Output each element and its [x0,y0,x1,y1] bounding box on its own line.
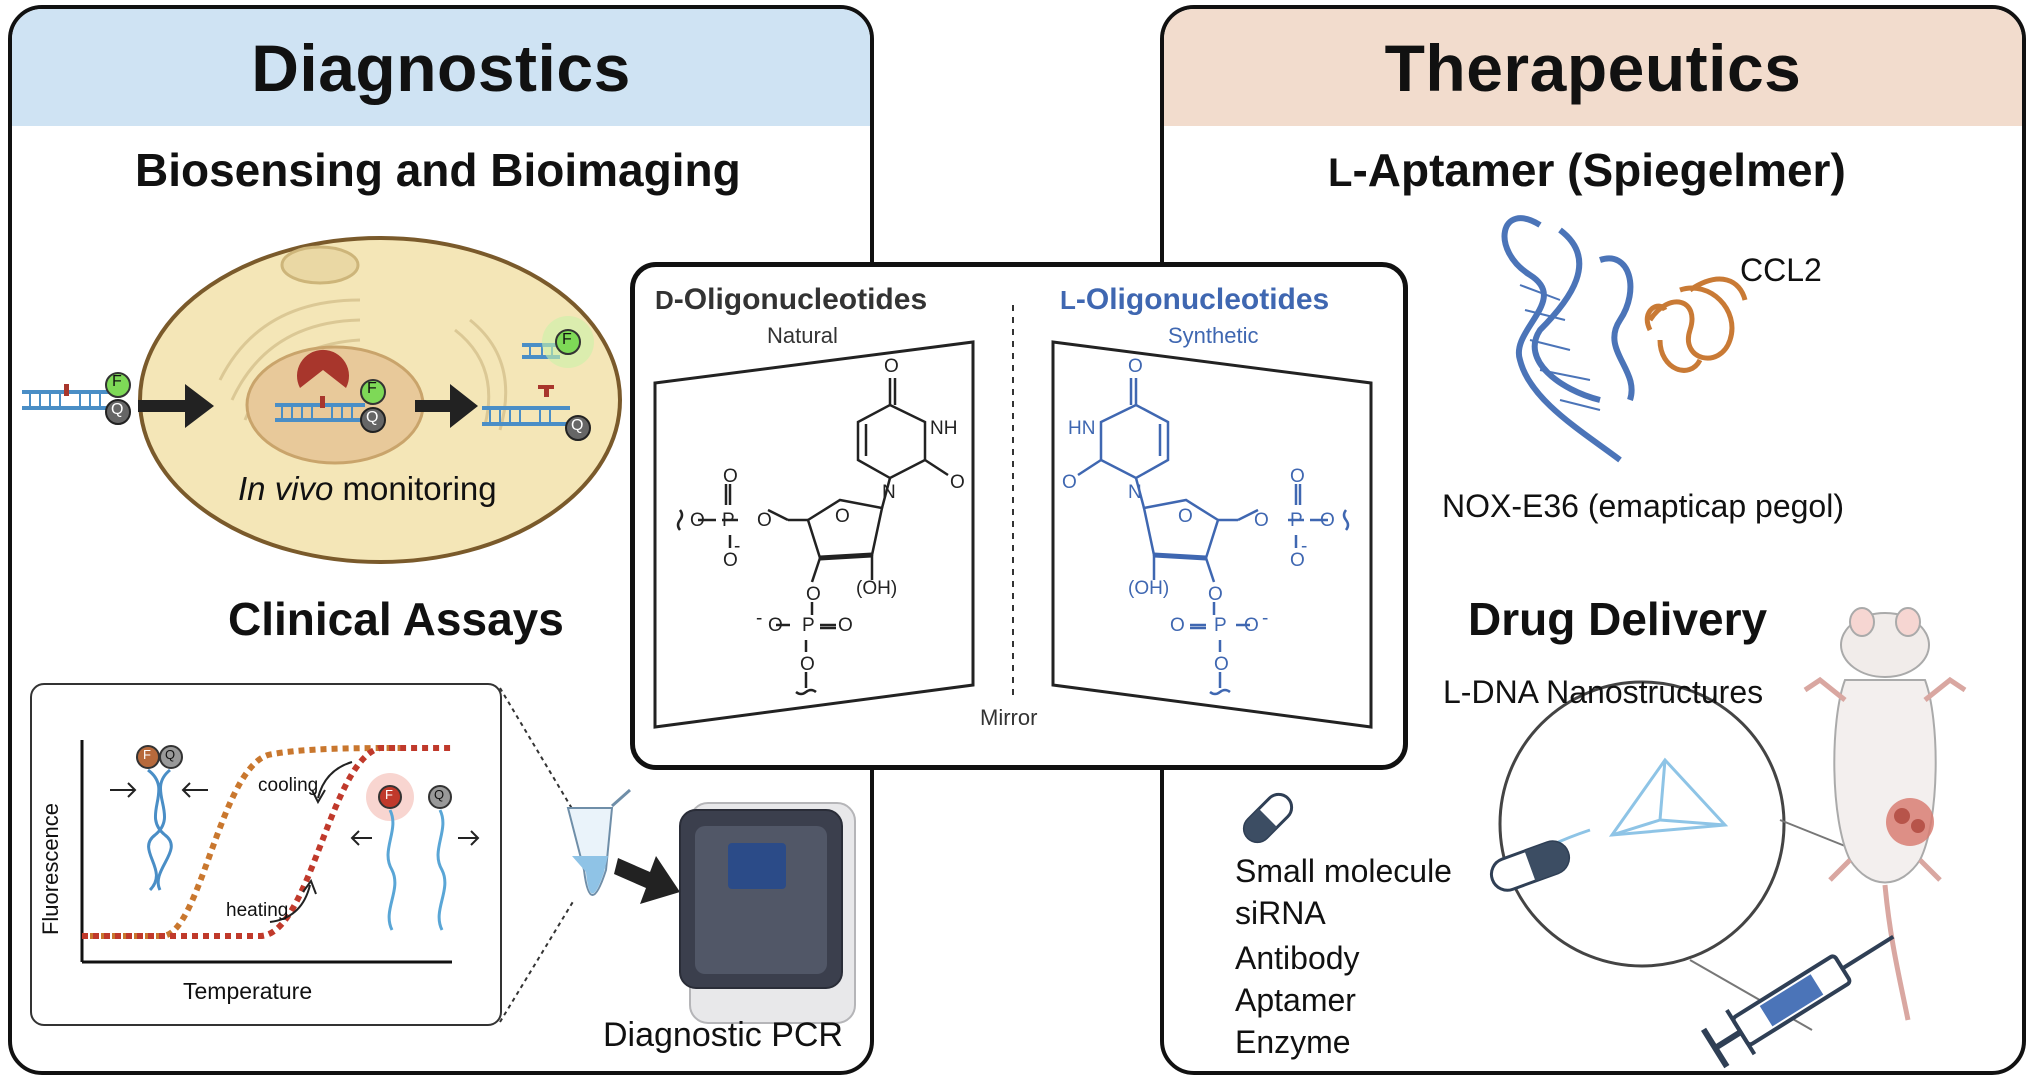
biosensing-title: Biosensing and Bioimaging [135,144,741,196]
cargo-item-small-molecule: Small molecule [1235,853,1452,889]
cargo-item-sirna: siRNA [1235,895,1326,931]
diagnostic-pcr-label: Diagnostic PCR [603,1016,843,1054]
quench-label-2: Q [366,409,379,426]
strand-quench-label: Q [434,787,445,802]
l-oligo-title: L-Oligonucleotides [1060,283,1329,317]
l-prefix: L [1060,285,1076,315]
nano-prefix: L [1443,674,1461,710]
cargo-item-aptamer: Aptamer [1235,982,1356,1018]
plot-ylabel: Fluorescence [38,802,64,936]
cooling-label: cooling [258,775,319,796]
chirality-box [630,262,1408,770]
in-vivo-italic: In vivo [238,470,334,507]
d-subtitle: Natural [767,323,838,348]
in-vivo-rest: monitoring [333,470,497,507]
l-rest: -Oligonucleotides [1075,283,1330,316]
d-rest: -Oligonucleotides [673,283,928,316]
cargo-item-antibody: Antibody [1235,940,1360,976]
nanostructure-label: L-DNA Nanostructures [1443,674,1763,711]
fluor-label-3: F [562,331,572,348]
ccl2-label: CCL2 [1740,252,1822,288]
clinical-assays-title: Clinical Assays [228,593,564,645]
therapeutics-header: Therapeutics [1164,9,2022,126]
fluor-label-2: F [367,380,377,397]
nano-rest: -DNA Nanostructures [1460,674,1764,710]
cargo-item-enzyme: Enzyme [1235,1024,1351,1060]
plot-xlabel: Temperature [183,978,313,1004]
aptamer-title: L-Aptamer (Spiegelmer) [1328,143,1846,197]
d-oligo-title: D-Oligonucleotides [655,283,927,317]
aptamer-title-prefix: L [1328,151,1353,195]
duplex-fluor-label: F [143,747,151,762]
strand-fluor-label: F [385,787,393,802]
melting-curve-inset [30,683,502,1026]
quench-label-3: Q [571,417,584,434]
heating-label: heating [226,900,289,921]
aptamer-title-rest: -Aptamer (Spiegelmer) [1352,144,1846,196]
in-vivo-label: In vivo monitoring [238,470,497,508]
mirror-label: Mirror [980,705,1038,730]
d-prefix: D [655,285,674,315]
diagnostics-header: Diagnostics [12,9,870,126]
l-subtitle: Synthetic [1168,323,1259,348]
quench-label-1: Q [111,401,124,418]
drug-delivery-title: Drug Delivery [1468,593,1768,645]
duplex-quench-label: Q [165,747,176,762]
nox-label: NOX-E36 (emapticap pegol) [1442,488,1844,524]
fluor-label-1: F [112,373,122,390]
